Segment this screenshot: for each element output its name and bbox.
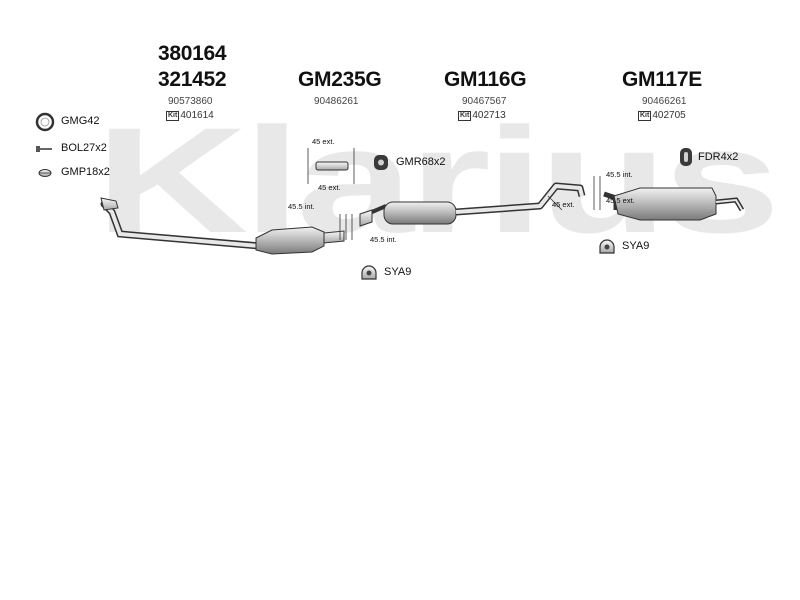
measurement-label: 45 ext. <box>552 200 575 209</box>
part-number: GM235G <box>298 68 382 91</box>
rear-silencer-gm117e <box>603 187 745 221</box>
kit-value: 402713 <box>472 110 506 121</box>
kit-number: Kit 402713 <box>458 110 506 121</box>
oem-number: 90467567 <box>462 96 507 107</box>
kit-number: Kit 401614 <box>166 110 214 121</box>
centre-silencer-gm116g <box>359 182 586 227</box>
measurement-label: 45 ext. <box>318 183 341 192</box>
kit-value: 401614 <box>180 110 214 121</box>
measurement-label: 45.5 int. <box>370 235 397 244</box>
gasket-ring-icon <box>35 112 55 132</box>
accessory-label-gmr: GMR68x2 <box>396 156 446 168</box>
measurement-label: 45 ext. <box>312 137 335 146</box>
front-pipe-catalyst <box>100 197 345 255</box>
accessory-label-fdr: FDR4x2 <box>698 151 739 163</box>
kit-tag: Kit <box>638 110 652 121</box>
kit-tag: Kit <box>166 110 180 121</box>
rubber-hanger-icon <box>374 155 388 170</box>
mounting-rubber-icon <box>680 148 692 166</box>
bolt-icon <box>36 146 52 152</box>
accessory-label-sya-1: SYA9 <box>384 266 412 278</box>
accessory-label-gmg42: GMG42 <box>61 115 100 127</box>
kit-value: 402705 <box>652 110 686 121</box>
joint-pipe-gm235g <box>315 161 349 171</box>
measurement-guides <box>307 148 601 240</box>
part-number: GM117E <box>622 68 702 91</box>
part-number: 321452 <box>158 68 227 91</box>
clamp-icon <box>38 169 52 177</box>
part-number: 380164 <box>158 42 227 65</box>
pipe-clamp-icon-2 <box>599 239 615 254</box>
measurement-label: 45.5 ext. <box>606 196 635 205</box>
oem-number: 90486261 <box>314 96 359 107</box>
pipe-clamp-icon-1 <box>361 265 377 280</box>
measurement-label: 45.5 int. <box>606 170 633 179</box>
accessory-label-gmp: GMP18x2 <box>61 166 110 178</box>
oem-number: 90466261 <box>642 96 687 107</box>
accessory-label-sya-2: SYA9 <box>622 240 650 252</box>
oem-number: 90573860 <box>168 96 213 107</box>
part-number: GM116G <box>444 68 527 91</box>
watermark: Klarius <box>95 96 775 264</box>
kit-tag: Kit <box>458 110 472 121</box>
measurement-label: 45.5 int. <box>288 202 315 211</box>
accessory-label-bol: BOL27x2 <box>61 142 107 154</box>
kit-number: Kit 402705 <box>638 110 686 121</box>
